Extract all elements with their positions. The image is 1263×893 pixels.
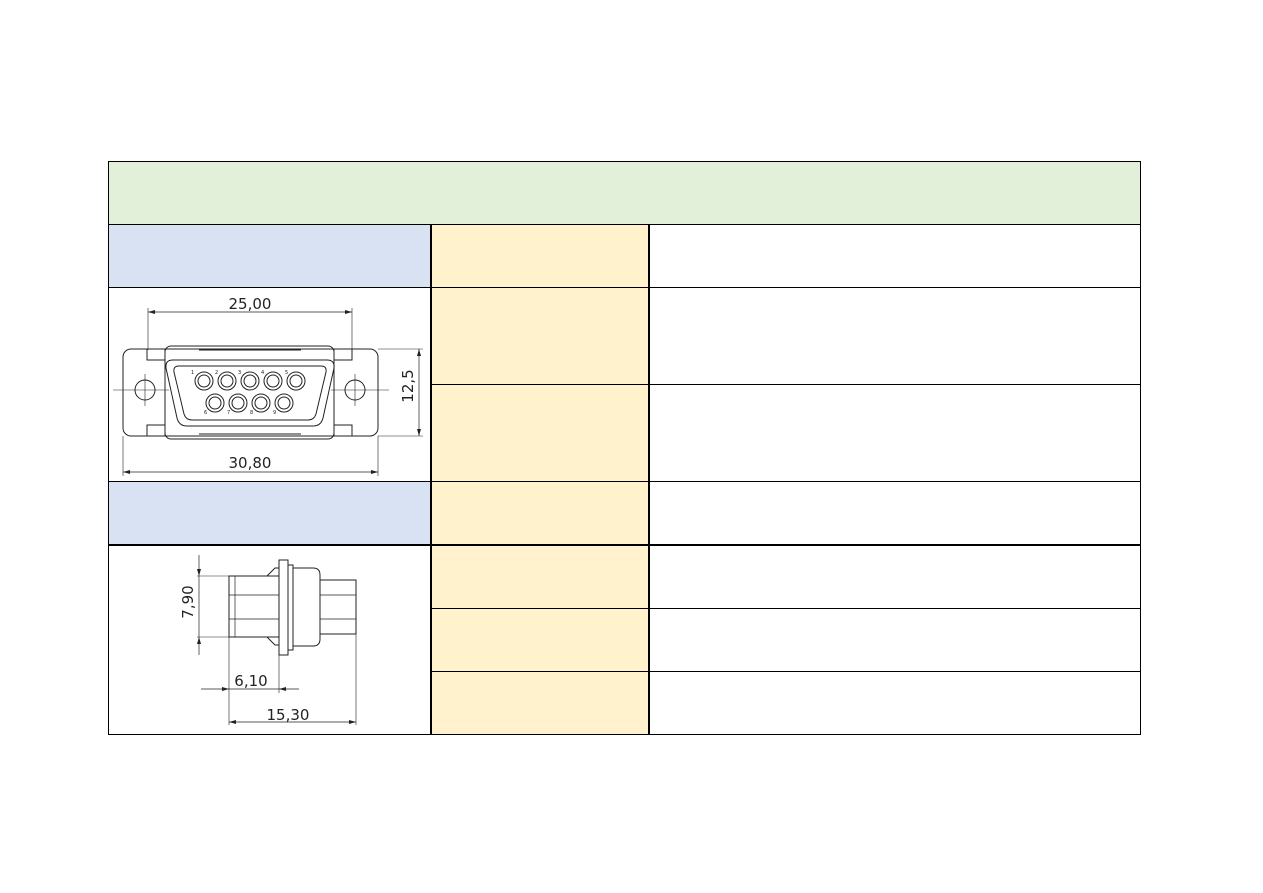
pin-label: 8 xyxy=(250,410,253,416)
dim-overall-width-label: 30,80 xyxy=(229,454,272,472)
pin-label: 6 xyxy=(204,410,207,416)
pin-label: 5 xyxy=(285,370,288,376)
row-divider xyxy=(108,224,1141,225)
shell-body xyxy=(164,345,335,440)
table-header-row xyxy=(109,162,1140,225)
d-sub-side-view-drawing: 7,90 6,10 15,30 xyxy=(179,555,357,725)
column-divider xyxy=(648,224,650,735)
table-border-bottom xyxy=(108,734,1141,735)
table-border-left xyxy=(108,161,109,735)
dim-flange-depth-label: 6,10 xyxy=(234,672,267,690)
pin-label: 9 xyxy=(273,410,276,416)
dim-height-label: 12,5 xyxy=(399,369,417,402)
table-border-top xyxy=(108,161,1141,162)
pin-row-top xyxy=(194,371,306,391)
row-divider xyxy=(431,608,1141,609)
row-divider xyxy=(108,481,1141,482)
row-divider xyxy=(108,544,1141,546)
dim-overall-length-label: 15,30 xyxy=(267,706,310,724)
pin-label: 1 xyxy=(191,370,194,376)
front-shell xyxy=(293,567,321,647)
flange xyxy=(278,559,289,656)
d-shell-outer xyxy=(165,359,335,427)
d-sub-front-view-drawing: 25,00 30,80 12,5 1 2 3 4 5 6 7 8 9 xyxy=(113,295,423,476)
section-header-1 xyxy=(109,225,431,288)
row-divider xyxy=(108,287,1141,288)
pin-label: 7 xyxy=(227,410,230,416)
dim-inner-width-label: 25,00 xyxy=(229,295,272,313)
column-divider xyxy=(430,224,432,735)
rear-body xyxy=(228,575,280,638)
section-header-2 xyxy=(109,482,431,545)
row-divider xyxy=(431,671,1141,672)
flange-outline xyxy=(122,348,379,437)
row-divider xyxy=(431,384,1141,385)
d-shell-inner xyxy=(173,365,327,421)
pin-label: 4 xyxy=(261,370,264,376)
side-view-drawing-cell: 7,90 6,10 15,30 xyxy=(109,545,431,734)
pin-label: 3 xyxy=(238,370,241,376)
front-view-drawing-cell: 25,00 30,80 12,5 1 2 3 4 5 6 7 8 9 xyxy=(109,288,431,482)
label-column xyxy=(431,225,649,734)
pin-row-bottom xyxy=(205,393,294,413)
dim-side-height-label: 7,90 xyxy=(179,585,197,618)
table-border-right xyxy=(1140,161,1141,735)
pin-label: 2 xyxy=(215,370,218,376)
